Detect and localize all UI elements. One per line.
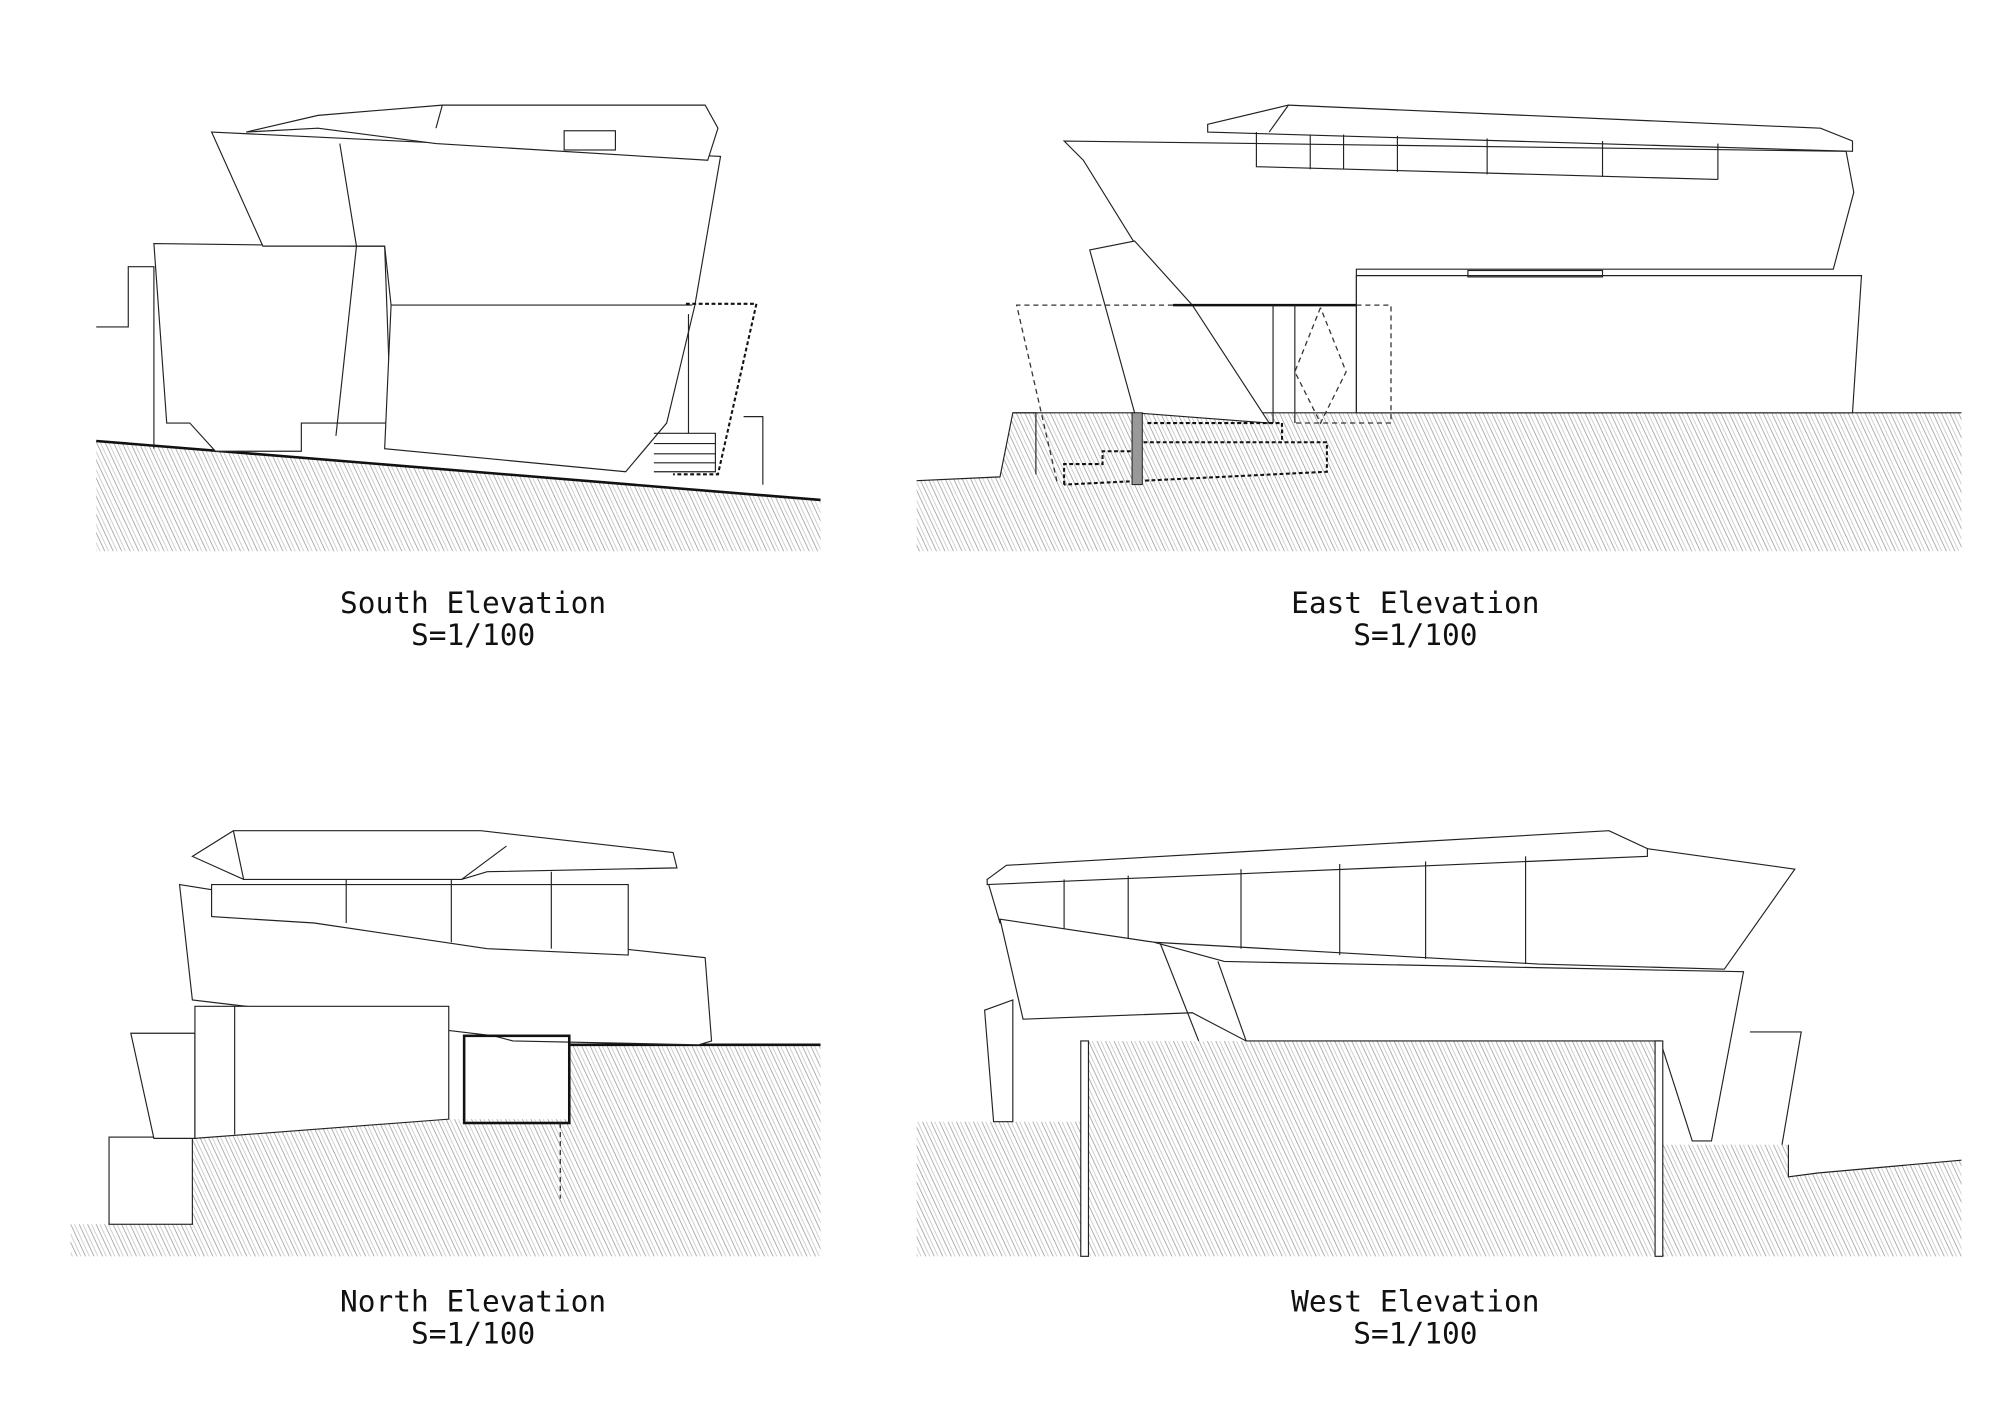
light-well: [462, 1034, 571, 1125]
clerestory-window: [563, 130, 616, 151]
west-elevation-drawing: West Elevation S=1/100: [916, 830, 1962, 1350]
drawing-scale: S=1/100: [411, 1316, 535, 1350]
lower-left-block: [153, 242, 392, 452]
door-swing: [1294, 307, 1347, 425]
entrance-frame: [673, 302, 758, 476]
left-fin-wall: [130, 1032, 196, 1139]
lower-box: [194, 1005, 450, 1140]
side-wall: [96, 266, 155, 449]
drawing-title: North Elevation: [340, 1284, 606, 1318]
ground-hatch: [96, 440, 821, 552]
roof-edge: [461, 845, 507, 880]
retaining-wall-left: [1080, 1040, 1090, 1257]
east-title-block: East Elevation S=1/100: [1291, 586, 1539, 652]
ground-hatch: [916, 412, 1962, 552]
hidden-outline: [1294, 304, 1392, 424]
south-elevation-drawing: South Elevation S=1/100: [96, 104, 821, 652]
ground-hatch: [70, 1044, 821, 1257]
drawing-scale: S=1/100: [1353, 1316, 1477, 1350]
right-fin: [1749, 1031, 1802, 1145]
foundation-box: [108, 1136, 193, 1225]
roof: [246, 104, 719, 161]
roof: [1207, 104, 1854, 152]
entrance-stair: [653, 432, 716, 473]
ground-step: [1787, 1144, 1962, 1178]
drawing-scale: S=1/100: [411, 618, 535, 652]
clerestory: [1255, 132, 1718, 181]
roof-edge: [1268, 104, 1289, 133]
roof: [986, 830, 1648, 886]
ground-hatch: [916, 1040, 1962, 1257]
drawing-title: East Elevation: [1291, 586, 1539, 620]
facet-line: [1159, 943, 1200, 1042]
roof-line: [435, 104, 443, 129]
east-elevation-drawing: East Elevation S=1/100: [916, 104, 1962, 652]
lower-volume: [1355, 275, 1863, 414]
left-fin: [984, 999, 1014, 1123]
retaining-wall-right: [1654, 1040, 1664, 1257]
stair-wedge: [1089, 240, 1271, 424]
roof-edge: [232, 830, 245, 880]
drawing-title: South Elevation: [340, 586, 606, 620]
facet-line: [339, 143, 358, 247]
drawing-title: West Elevation: [1291, 1284, 1539, 1318]
south-title-block: South Elevation S=1/100: [340, 586, 606, 652]
drawing-scale: S=1/100: [1353, 618, 1477, 652]
north-title-block: North Elevation S=1/100: [340, 1284, 606, 1350]
north-elevation-drawing: North Elevation S=1/100: [70, 830, 821, 1350]
facet-line: [335, 246, 358, 436]
retaining-wall-section: [1131, 412, 1143, 486]
west-title-block: West Elevation S=1/100: [1291, 1284, 1539, 1350]
retaining-wall: [743, 416, 764, 485]
facet-line: [1217, 961, 1247, 1042]
side-box: [1012, 412, 1037, 475]
upper-box: [211, 883, 629, 956]
main-volume: [210, 131, 722, 473]
lower-cantilever: [999, 918, 1745, 1142]
upper-cantilever: [1062, 140, 1855, 306]
roof: [191, 830, 678, 881]
hidden-outline: [1015, 304, 1174, 485]
skylight: [1467, 269, 1604, 278]
